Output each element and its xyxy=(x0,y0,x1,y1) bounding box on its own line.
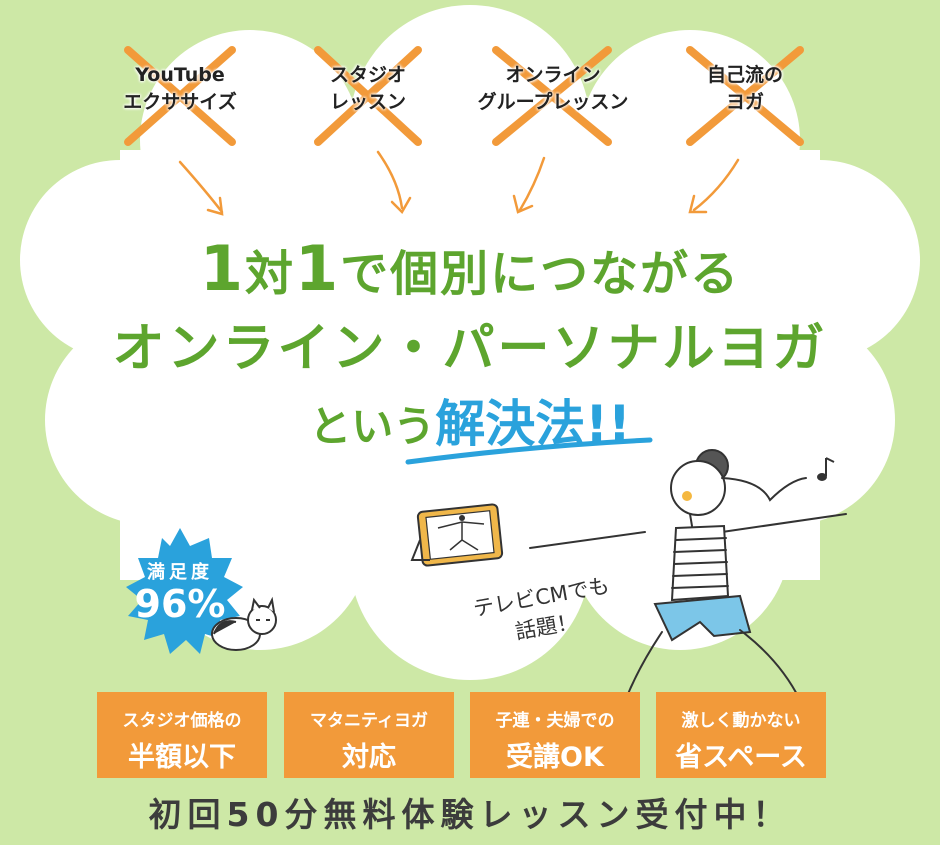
rejected-option-line: YouTube xyxy=(135,64,225,86)
feature-title: 省スペース xyxy=(675,742,807,773)
starburst-shape xyxy=(126,528,243,654)
cat-illustration xyxy=(211,596,277,651)
headline-text: という xyxy=(309,402,436,451)
headline-line-1: 1対1で個別につながる xyxy=(0,232,940,305)
rejected-option-line: オンライン xyxy=(505,64,601,86)
headline-text: 対 xyxy=(244,246,295,302)
feature-subtitle: 子連・夫婦での xyxy=(495,711,615,731)
headline-line-3: という解決法!! xyxy=(0,384,940,456)
feature-subtitle: マタニティヨガ xyxy=(310,711,428,731)
headline-text: で個別につながる xyxy=(340,246,741,302)
headline-accent: 解決法!! xyxy=(435,395,631,453)
rejected-option-group: オンライン グループレッスン xyxy=(468,62,638,116)
headline-number: 1 xyxy=(295,232,341,305)
trial-lesson-cta: 初回50分無料体験レッスン受付中！ xyxy=(148,795,792,834)
feature-subtitle: スタジオ価格の xyxy=(122,711,242,731)
feature-box-family: 子連・夫婦での 受講OK xyxy=(470,692,640,778)
feature-box-maternity: マタニティヨガ 対応 xyxy=(284,692,454,778)
rejected-option-line: スタジオ xyxy=(329,64,406,86)
rejected-option-line: 自己流の xyxy=(706,64,783,86)
cross-marks xyxy=(124,46,804,146)
arrows xyxy=(178,150,740,216)
rejected-option-line: レッスン xyxy=(329,91,406,113)
underline-stroke xyxy=(405,437,653,465)
rejected-option-youtube: YouTube エクササイズ xyxy=(110,62,250,116)
rejected-option-line: グループレッスン xyxy=(477,91,629,113)
feature-title: 半額以下 xyxy=(128,742,236,773)
badge-label: 満足度 xyxy=(147,562,213,583)
badge-value: 96% xyxy=(134,582,226,626)
headline-line-2: オンライン・パーソナルヨガ xyxy=(112,319,828,379)
feature-title: 対応 xyxy=(342,742,396,773)
music-note-icon xyxy=(817,457,835,481)
rejected-option-studio: スタジオ レッスン xyxy=(298,62,438,116)
feature-title: 受講OK xyxy=(506,742,604,773)
feature-box-space: 激しく動かない 省スペース xyxy=(656,692,826,778)
tablet-illustration xyxy=(410,503,504,567)
headline-number: 1 xyxy=(199,232,245,305)
rejected-option-line: エクササイズ xyxy=(123,91,237,113)
satisfaction-badge: 満足度 96% xyxy=(113,530,247,664)
yoga-woman-illustration xyxy=(529,449,847,723)
feature-box-price: スタジオ価格の 半額以下 xyxy=(97,692,267,778)
rejected-option-selfstudy: 自己流の ヨガ xyxy=(675,62,815,116)
rejected-option-line: ヨガ xyxy=(725,91,764,113)
feature-subtitle: 激しく動かない xyxy=(681,711,801,731)
